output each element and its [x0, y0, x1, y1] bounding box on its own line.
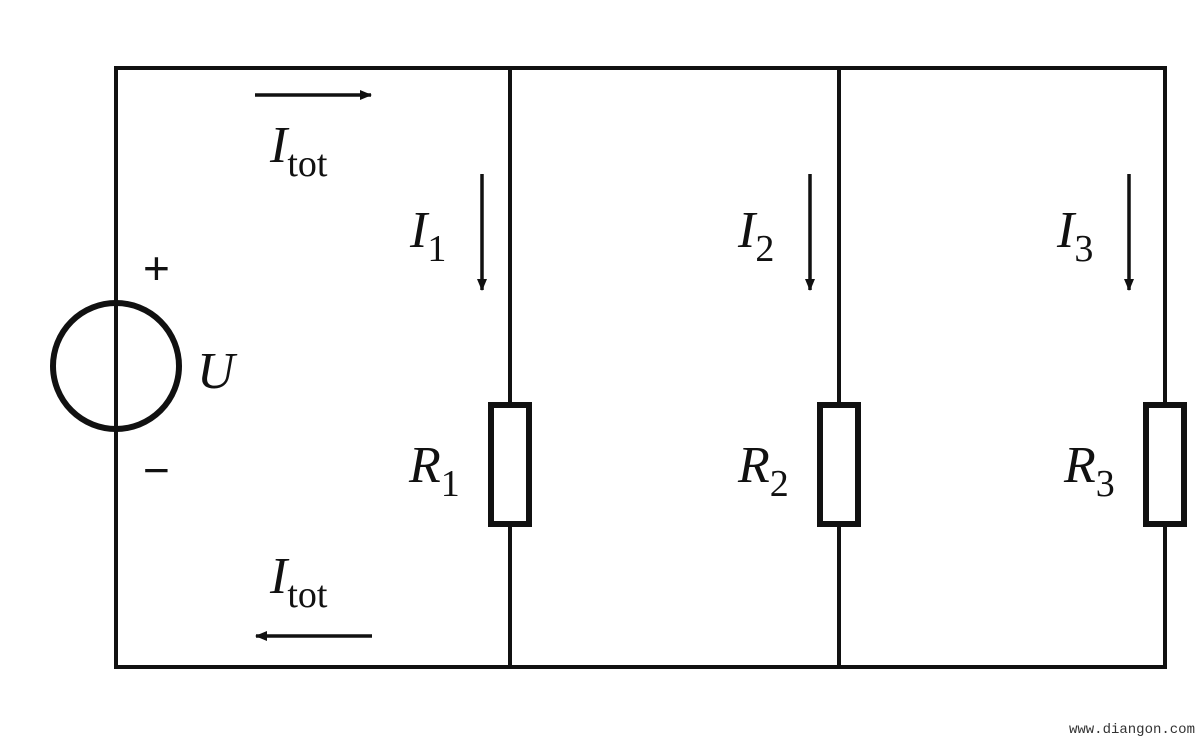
branch2-current-label: I2	[737, 202, 774, 270]
total-current-bottom-label: Itot	[269, 548, 328, 616]
branch3-current-label: I3	[1056, 202, 1093, 270]
watermark: www.diangon.com	[1069, 722, 1195, 738]
voltage-label: U	[197, 343, 238, 400]
branch1-current-label: I1	[409, 202, 446, 270]
plus-sign: +	[143, 242, 170, 294]
minus-sign: −	[143, 444, 170, 496]
total-current-top-label: Itot	[269, 117, 328, 185]
wires	[114, 66, 1167, 669]
resistor-r2-label: R2	[737, 437, 789, 505]
resistor-r2	[817, 402, 861, 527]
resistor-r1-label: R1	[408, 437, 460, 505]
resistor-r3-label: R3	[1063, 437, 1115, 505]
resistor-r1	[488, 402, 532, 527]
resistor-r3	[1143, 402, 1187, 527]
